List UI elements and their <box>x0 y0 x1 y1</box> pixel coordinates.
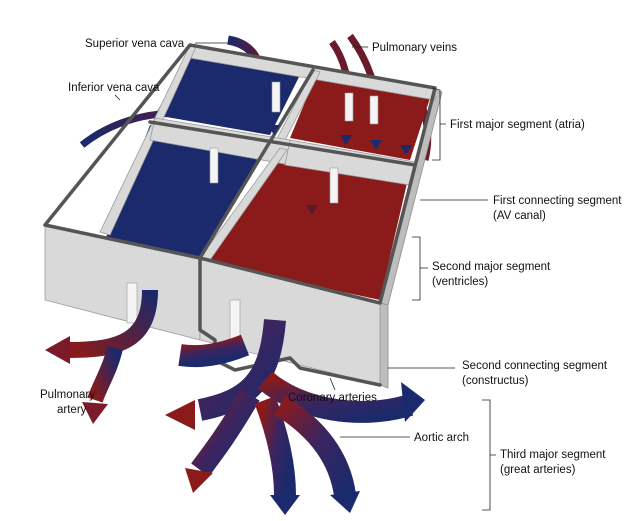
arrow-head <box>82 402 108 424</box>
aorta-arrow-heads <box>270 382 425 515</box>
right-wall-edge <box>379 302 389 389</box>
door <box>329 167 339 204</box>
flow-arrow <box>306 205 318 215</box>
label-pulmonary-veins: Pulmonary veins <box>372 42 457 54</box>
label-second-major-segment-sub: (ventricles) <box>432 276 488 288</box>
coronary-pipe <box>198 256 382 387</box>
label-inferior-vena-cava: Inferior vena cava <box>68 82 160 94</box>
flow-arrows <box>205 115 412 205</box>
label-first-connecting-segment: First connecting segment <box>493 195 622 207</box>
label-coronary-arteries: Coronary arteries <box>288 392 377 404</box>
door <box>271 81 281 113</box>
left-ventricle-floor <box>205 148 410 300</box>
label-pulmonary-artery: Pulmonary <box>40 389 95 401</box>
right-ventricle-floor <box>105 125 270 258</box>
arrow-head <box>45 336 70 364</box>
label-superior-vena-cava: Superior vena cava <box>85 38 185 50</box>
label-first-connecting-segment-sub: (AV canal) <box>493 210 546 222</box>
aorta-arrow-heads-red <box>165 400 213 493</box>
label-first-major-segment: First major segment (atria) <box>450 119 585 131</box>
label-third-major-segment: Third major segment <box>500 449 606 461</box>
right-atrium-floor <box>155 55 300 135</box>
pulmonary-artery-vessel <box>69 289 158 403</box>
label-aortic-arch: Aortic arch <box>414 432 469 444</box>
door <box>209 147 219 184</box>
wall-pipe-inner <box>148 68 417 260</box>
label-second-major-segment: Second major segment <box>432 261 551 273</box>
leader-lines <box>114 42 496 511</box>
aortic-arch-vessel <box>178 318 414 497</box>
door <box>344 92 354 122</box>
door <box>126 282 138 324</box>
door <box>369 95 379 125</box>
wall-pipe <box>43 43 437 305</box>
label-third-major-segment-sub: (great arteries) <box>500 464 576 476</box>
label-pulmonary-artery-sub: artery <box>57 404 87 416</box>
label-second-connecting-segment: Second connecting segment <box>462 360 608 372</box>
left-atrium-floor <box>290 78 430 160</box>
label-second-connecting-segment-sub: (constructus) <box>462 375 529 387</box>
